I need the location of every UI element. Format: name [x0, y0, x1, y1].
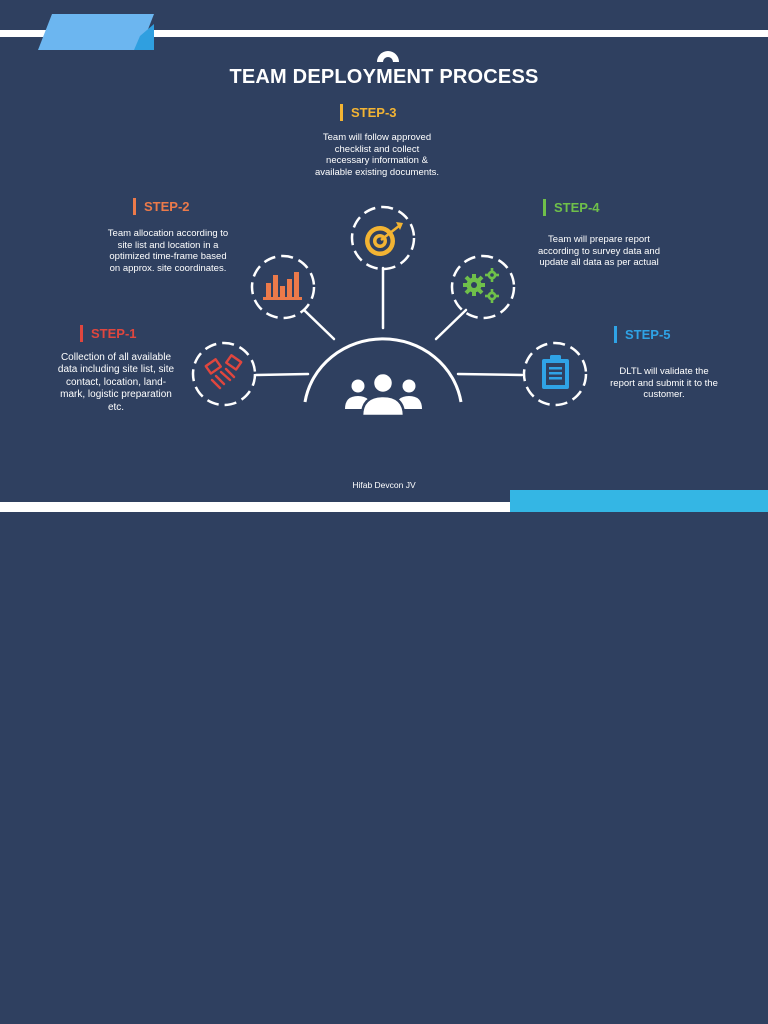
page-title: TEAM DEPLOYMENT PROCESS — [229, 66, 539, 88]
step5-description: DLTL will validate the report and submit… — [610, 366, 718, 401]
step1-description: Collection of all available data includi… — [57, 352, 175, 413]
top-divider-bar — [0, 30, 768, 37]
handshake-icon — [204, 354, 243, 390]
central-dome — [303, 337, 463, 403]
bar-chart-icon — [263, 272, 302, 300]
clipboard-icon — [542, 355, 569, 389]
step3-label: STEP-3 — [340, 104, 397, 121]
bottom-divider-bar — [0, 502, 768, 512]
step3-description: Team will follow approved checklist and … — [314, 132, 440, 178]
step4-description: Team will prepare report according to su… — [538, 234, 660, 269]
header-arc-decoration — [377, 51, 399, 62]
step4-ring — [450, 254, 516, 320]
bottom-accent-bar — [510, 490, 768, 512]
icon-rings — [191, 205, 588, 407]
target-icon — [365, 222, 403, 256]
footer-company-name: Hifab Devcon JV — [352, 480, 416, 490]
step5-label: STEP-5 — [614, 326, 671, 343]
step4-label: STEP-4 — [543, 199, 600, 216]
top-accent-shape — [38, 14, 154, 50]
team-group-icon — [345, 371, 422, 418]
step2-description: Team allocation according to site list a… — [107, 228, 229, 274]
step1-ring — [191, 341, 257, 407]
process-diagram — [191, 205, 588, 418]
connector-lines — [254, 266, 524, 377]
step5-ring — [522, 341, 588, 407]
step2-ring — [250, 254, 316, 320]
step2-label: STEP-2 — [133, 198, 190, 215]
gears-icon — [463, 268, 499, 303]
step3-ring — [350, 205, 416, 271]
step1-label: STEP-1 — [80, 325, 137, 342]
